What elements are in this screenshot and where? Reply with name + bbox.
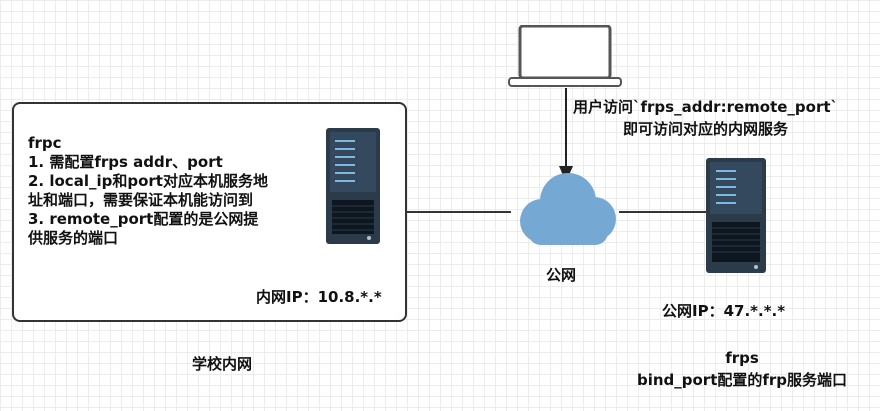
frpc-line-1: 1. 需配置frps addr、port xyxy=(28,153,223,171)
frps-description: frps bind_port配置的frp服务端口 xyxy=(612,347,872,391)
frpc-line-5: 供服务的端口 xyxy=(28,229,119,247)
frpc-description: frpc 1. 需配置frps addr、port 2. local_ip和po… xyxy=(28,134,268,248)
frpc-line-4: 3. remote_port配置的是公网提 xyxy=(28,210,259,228)
user-access-line-2: 即可访问对应的内网服务 xyxy=(623,120,789,138)
lan-label: 学校内网 xyxy=(192,355,253,373)
frpc-line-3: 址和端口，需要保证本机能访问到 xyxy=(28,191,254,209)
lan-to-cloud-connector xyxy=(407,211,511,213)
frpc-line-2: 2. local_ip和port对应本机服务地 xyxy=(28,172,268,190)
user-access-line-1: 用户访问`frps_addr:remote_port` xyxy=(573,98,839,116)
access-arrow xyxy=(559,88,573,182)
cloud-to-frps-connector xyxy=(619,211,707,213)
frps-desc: bind_port配置的frp服务端口 xyxy=(636,371,848,389)
lan-ip-label: 内网IP：10.8.*.* xyxy=(256,288,382,306)
cloud-icon xyxy=(520,173,616,245)
frpc-title: frpc xyxy=(28,134,62,152)
frpc-server-icon xyxy=(326,128,380,244)
laptop-icon xyxy=(508,25,622,87)
frps-server-icon xyxy=(706,158,766,273)
cloud-label: 公网 xyxy=(546,266,577,284)
public-ip-label: 公网IP：47.*.*.* xyxy=(662,302,786,320)
user-access-note: 用户访问`frps_addr:remote_port` 即可访问对应的内网服务 xyxy=(573,96,838,140)
frps-title: frps xyxy=(725,349,759,367)
